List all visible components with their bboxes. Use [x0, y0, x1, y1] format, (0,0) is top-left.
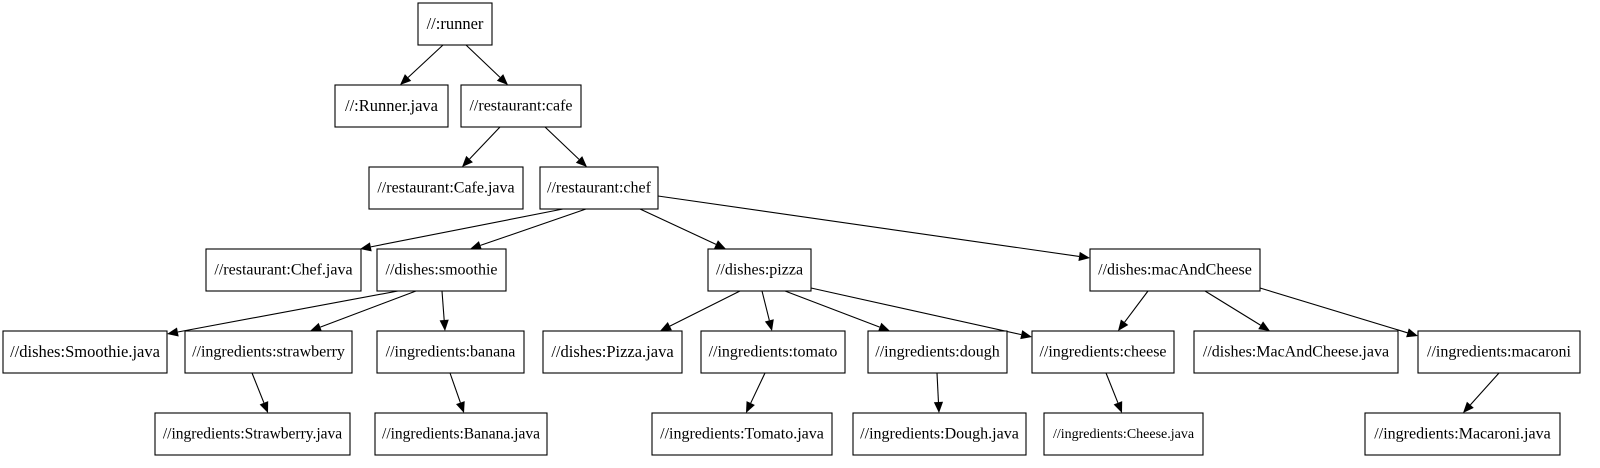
edge-ing_strawberry-to-strawberry_java	[251, 372, 269, 413]
graph-node-label: //ingredients:Banana.java	[382, 426, 540, 443]
graph-node-ing_cheese[interactable]: //ingredients:cheese	[1031, 330, 1175, 374]
graph-node-banana_java[interactable]: //ingredients:Banana.java	[374, 412, 548, 456]
graph-node-label: //ingredients:Cheese.java	[1053, 427, 1195, 442]
edge-ing_tomato-to-tomato_java	[746, 372, 766, 413]
graph-node-label: //ingredients:cheese	[1039, 344, 1166, 361]
graph-node-label: //ingredients:banana	[386, 344, 516, 361]
edge-ing_macaroni-to-macaroni_java	[1463, 372, 1500, 413]
graph-node-tomato_java[interactable]: //ingredients:Tomato.java	[651, 412, 833, 456]
graph-node-label: //restaurant:cafe	[469, 98, 572, 115]
graph-node-label: //ingredients:tomato	[709, 344, 838, 361]
graph-node-label: //ingredients:Tomato.java	[660, 426, 824, 443]
graph-node-label: //:runner	[427, 14, 484, 33]
graph-node-restaurant_cafe[interactable]: //restaurant:cafe	[460, 84, 582, 128]
edge-restaurant_cafe-to-cafe_java	[462, 126, 501, 167]
edge-restaurant_chef-to-dishes_macncheese	[657, 195, 1090, 261]
edge-ing_banana-to-banana_java	[449, 372, 465, 413]
graph-node-cheese_java[interactable]: //ingredients:Cheese.java	[1043, 412, 1204, 456]
graph-node-label: //ingredients:Macaroni.java	[1374, 426, 1550, 443]
edge-ing_dough-to-dough_java	[933, 372, 944, 413]
edge-dishes_smoothie-to-ing_strawberry	[310, 290, 417, 332]
edge-dishes_pizza-to-pizza_java	[660, 290, 741, 331]
graph-node-ing_strawberry[interactable]: //ingredients:strawberry	[184, 330, 353, 374]
graph-node-dough_java[interactable]: //ingredients:Dough.java	[852, 412, 1027, 456]
edge-restaurant_chef-to-dishes_smoothie	[470, 208, 587, 250]
graph-node-dishes_macncheese[interactable]: //dishes:macAndCheese	[1089, 248, 1261, 292]
edge-dishes_pizza-to-ing_dough	[784, 290, 890, 332]
edge-dishes_smoothie-to-ing_banana	[439, 290, 449, 331]
edge-restaurant_chef-to-chef_java	[360, 208, 564, 252]
graph-node-smoothie_java[interactable]: //dishes:Smoothie.java	[2, 330, 168, 374]
graph-node-macncheese_java[interactable]: //dishes:MacAndCheese.java	[1193, 330, 1399, 374]
edge-dishes_macncheese-to-ing_macaroni	[1259, 287, 1418, 338]
graph-node-strawberry_java[interactable]: //ingredients:Strawberry.java	[154, 412, 351, 456]
graph-node-label: //restaurant:chef	[547, 180, 652, 197]
graph-node-label: //ingredients:dough	[875, 344, 999, 361]
graph-node-runner_java[interactable]: //:Runner.java	[334, 84, 449, 128]
edge-dishes_smoothie-to-smoothie_java	[167, 290, 399, 337]
graph-node-label: //restaurant:Cafe.java	[377, 180, 514, 197]
graph-node-label: //dishes:pizza	[716, 262, 803, 279]
graph-node-ing_tomato[interactable]: //ingredients:tomato	[700, 330, 846, 374]
graph-node-ing_dough[interactable]: //ingredients:dough	[867, 330, 1008, 374]
graph-node-dishes_smoothie[interactable]: //dishes:smoothie	[376, 248, 507, 292]
graph-node-runner[interactable]: //:runner	[417, 2, 493, 46]
graph-node-label: //dishes:MacAndCheese.java	[1203, 344, 1389, 361]
graph-node-macaroni_java[interactable]: //ingredients:Macaroni.java	[1364, 412, 1561, 456]
graph-node-label: //dishes:Pizza.java	[551, 342, 674, 361]
graph-node-label: //dishes:Smoothie.java	[10, 342, 161, 361]
graph-node-ing_macaroni[interactable]: //ingredients:macaroni	[1417, 330, 1581, 374]
graph-node-dishes_pizza[interactable]: //dishes:pizza	[707, 248, 812, 292]
graph-node-label: //ingredients:Strawberry.java	[163, 426, 342, 443]
edge-runner-to-restaurant_cafe	[465, 44, 508, 85]
graph-node-label: //restaurant:Chef.java	[214, 262, 352, 279]
graph-node-restaurant_chef[interactable]: //restaurant:chef	[539, 166, 659, 210]
graph-node-pizza_java[interactable]: //dishes:Pizza.java	[542, 330, 683, 374]
graph-node-label: //ingredients:macaroni	[1427, 344, 1572, 361]
graph-node-cafe_java[interactable]: //restaurant:Cafe.java	[368, 166, 524, 210]
graph-node-label: //dishes:macAndCheese	[1098, 262, 1252, 279]
edge-restaurant_cafe-to-restaurant_chef	[544, 126, 587, 167]
graph-node-chef_java[interactable]: //restaurant:Chef.java	[205, 248, 362, 292]
graph-node-label: //ingredients:strawberry	[192, 344, 345, 361]
edge-ing_cheese-to-cheese_java	[1105, 372, 1123, 413]
edge-dishes_macncheese-to-macncheese_java	[1204, 290, 1270, 331]
graph-node-label: //dishes:smoothie	[386, 262, 498, 279]
graph-node-label: //:Runner.java	[345, 96, 439, 115]
graph-node-ing_banana[interactable]: //ingredients:banana	[376, 330, 525, 374]
nodes-layer: //:runner //:Runner.java //restaurant:cafe…	[2, 2, 1581, 456]
edge-dishes_pizza-to-ing_cheese	[810, 287, 1032, 340]
edges-layer	[167, 44, 1500, 413]
edge-dishes_macncheese-to-ing_cheese	[1118, 290, 1149, 331]
edge-runner-to-runner_java	[400, 44, 444, 85]
graph-node-label: //ingredients:Dough.java	[860, 426, 1019, 443]
edge-dishes_pizza-to-ing_tomato	[761, 290, 774, 331]
edge-restaurant_chef-to-dishes_pizza	[639, 208, 726, 249]
